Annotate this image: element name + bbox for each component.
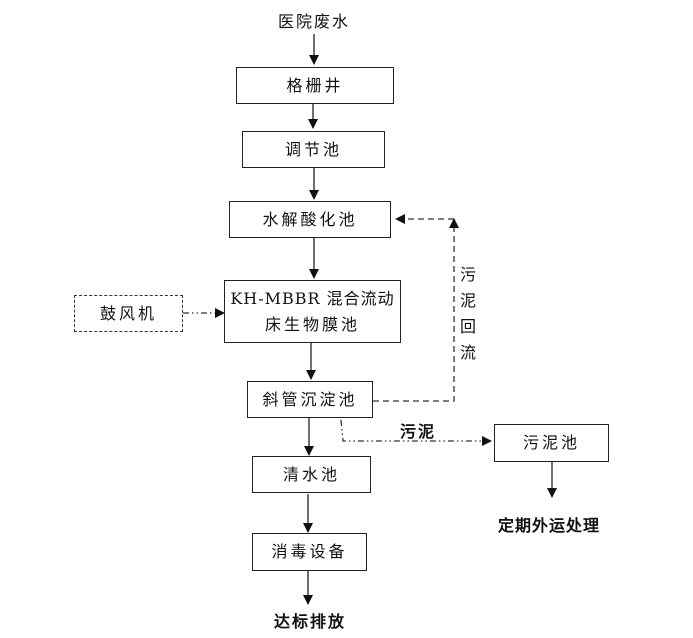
sludge-disposal-label: 定期外运处理	[498, 516, 601, 535]
sludge-return-char: 泥	[459, 291, 476, 310]
settling-tank-box: 斜管沉淀池	[247, 381, 373, 418]
grille-well-box: 格栅井	[236, 67, 394, 104]
settling-tank-label: 斜管沉淀池	[262, 389, 358, 409]
sludge-return-char: 流	[459, 343, 476, 362]
hydrolysis-tank-box: 水解酸化池	[229, 201, 391, 238]
sludge-return-label: 污 泥 回 流	[458, 262, 478, 366]
disinfection-label: 消毒设备	[271, 542, 348, 561]
source-label: 医院废水	[278, 12, 351, 31]
sludge-tank-box: 污泥池	[494, 424, 609, 462]
sludge-tank-label: 污泥池	[522, 433, 580, 452]
mbbr-label-line2: 床生物膜池	[264, 314, 360, 334]
hydrolysis-tank-label: 水解酸化池	[262, 209, 358, 229]
disinfection-box: 消毒设备	[252, 533, 367, 571]
clear-water-tank-label: 清水池	[282, 464, 340, 484]
regulating-tank-box: 调节池	[242, 131, 385, 168]
sludge-return-char: 污	[459, 265, 476, 284]
discharge-label: 达标排放	[274, 612, 347, 631]
blower-label: 鼓风机	[99, 303, 157, 323]
blower-box: 鼓风机	[74, 295, 183, 332]
sludge-return-char: 回	[459, 317, 476, 336]
clear-water-tank-box: 清水池	[252, 456, 371, 493]
mbbr-tank-box: KH-MBBR 混合流动 床生物膜池	[224, 280, 401, 343]
sludge-return-line	[373, 219, 455, 402]
sludge-line	[340, 419, 492, 442]
sludge-edge-label: 污泥	[400, 422, 437, 441]
grille-well-label: 格栅井	[286, 75, 344, 95]
mbbr-label-line1: KH-MBBR 混合流动	[230, 288, 395, 308]
regulating-tank-label: 调节池	[284, 139, 342, 159]
